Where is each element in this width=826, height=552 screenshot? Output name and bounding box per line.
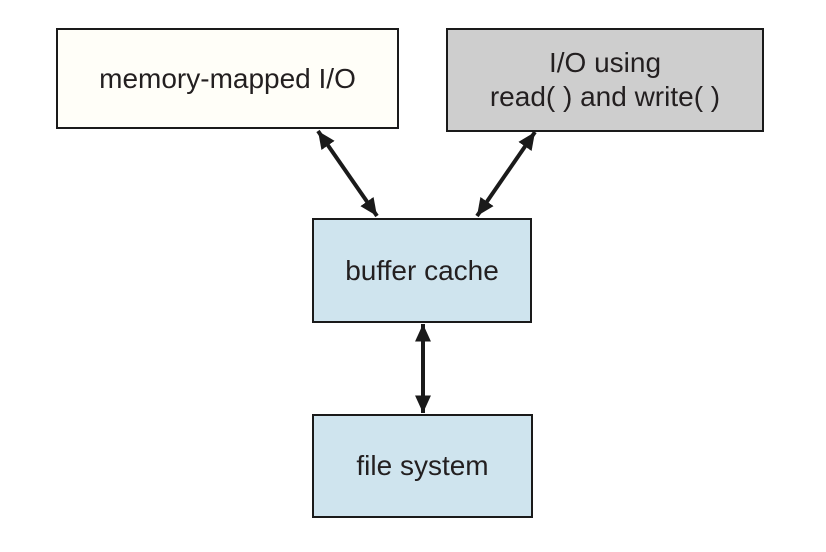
node-io-read-write: I/O using read( ) and write( )	[446, 28, 764, 132]
arrow-io-read-write-to-buffer-cache	[475, 130, 537, 218]
node-memory-mapped-io-label: memory-mapped I/O	[99, 62, 356, 94]
arrow-memory-mapped-io-to-buffer-cache	[316, 129, 379, 218]
node-io-read-write-label-line2: read( ) and write( )	[489, 81, 721, 112]
node-io-read-write-label-line1: I/O using	[548, 47, 662, 78]
node-buffer-cache-label: buffer cache	[345, 254, 499, 286]
node-file-system-label: file system	[356, 450, 489, 481]
node-memory-mapped-io: memory-mapped I/O	[56, 28, 399, 129]
node-buffer-cache: buffer cache	[312, 218, 532, 323]
node-file-system: file system	[312, 414, 533, 518]
